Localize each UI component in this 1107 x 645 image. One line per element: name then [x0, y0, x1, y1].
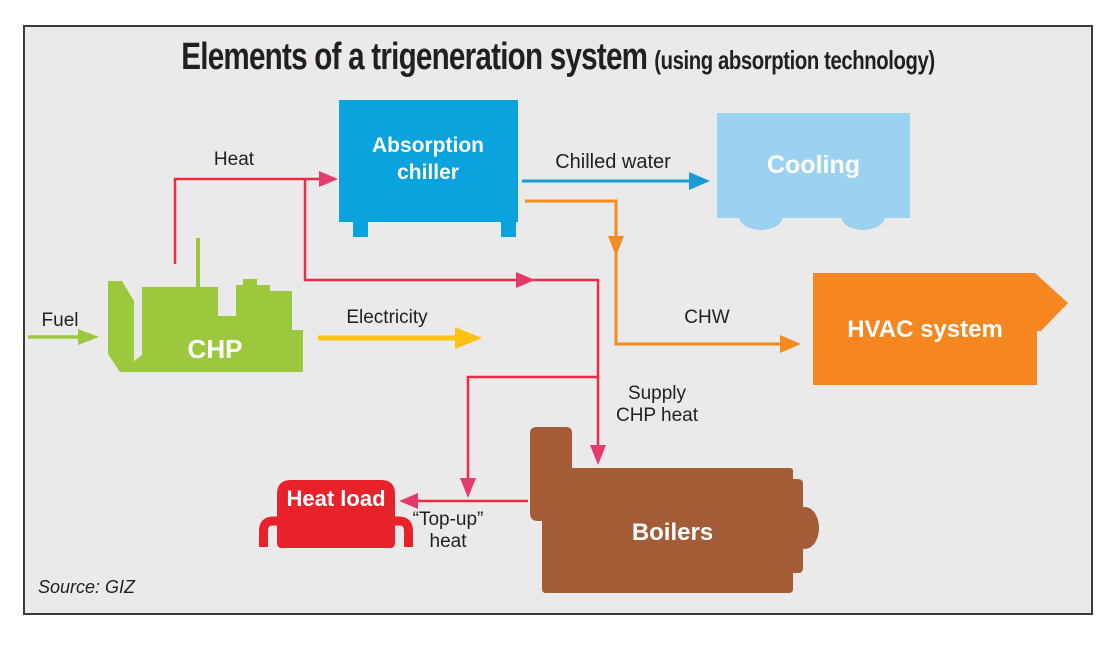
- electricity-flow-label: Electricity: [346, 307, 428, 328]
- top-up-heat-line1: “Top-up”: [412, 509, 484, 530]
- chw-flow-label: CHW: [684, 307, 730, 328]
- source-credit: Source: GIZ: [38, 577, 136, 597]
- boilers-label: Boilers: [631, 519, 714, 546]
- hvac-system-label: HVAC system: [847, 316, 1003, 343]
- supply-chp-heat-label: Supply CHP heat: [591, 383, 723, 427]
- absorption-chiller-label: Absorption chiller: [372, 134, 484, 184]
- supply-chp-heat-line2: CHP heat: [615, 405, 699, 426]
- supply-chp-heat-line1: Supply: [627, 383, 687, 404]
- chilled-water-flow-label: Chilled water: [555, 151, 671, 173]
- title-main: Elements of a trigeneration system: [181, 36, 648, 78]
- cooling-label: Cooling: [766, 151, 861, 179]
- heat-load-label: Heat load: [286, 486, 386, 511]
- top-up-heat-label: “Top-up” heat: [387, 509, 509, 553]
- diagram-title: Elements of a trigeneration system (usin…: [141, 36, 976, 79]
- chp-label: CHP: [187, 334, 243, 364]
- fuel-flow-label: Fuel: [41, 310, 79, 331]
- top-up-heat-line2: heat: [429, 531, 467, 552]
- heat-flow-label: Heat: [213, 149, 255, 170]
- title-subtitle: (using absorption technology): [654, 45, 935, 75]
